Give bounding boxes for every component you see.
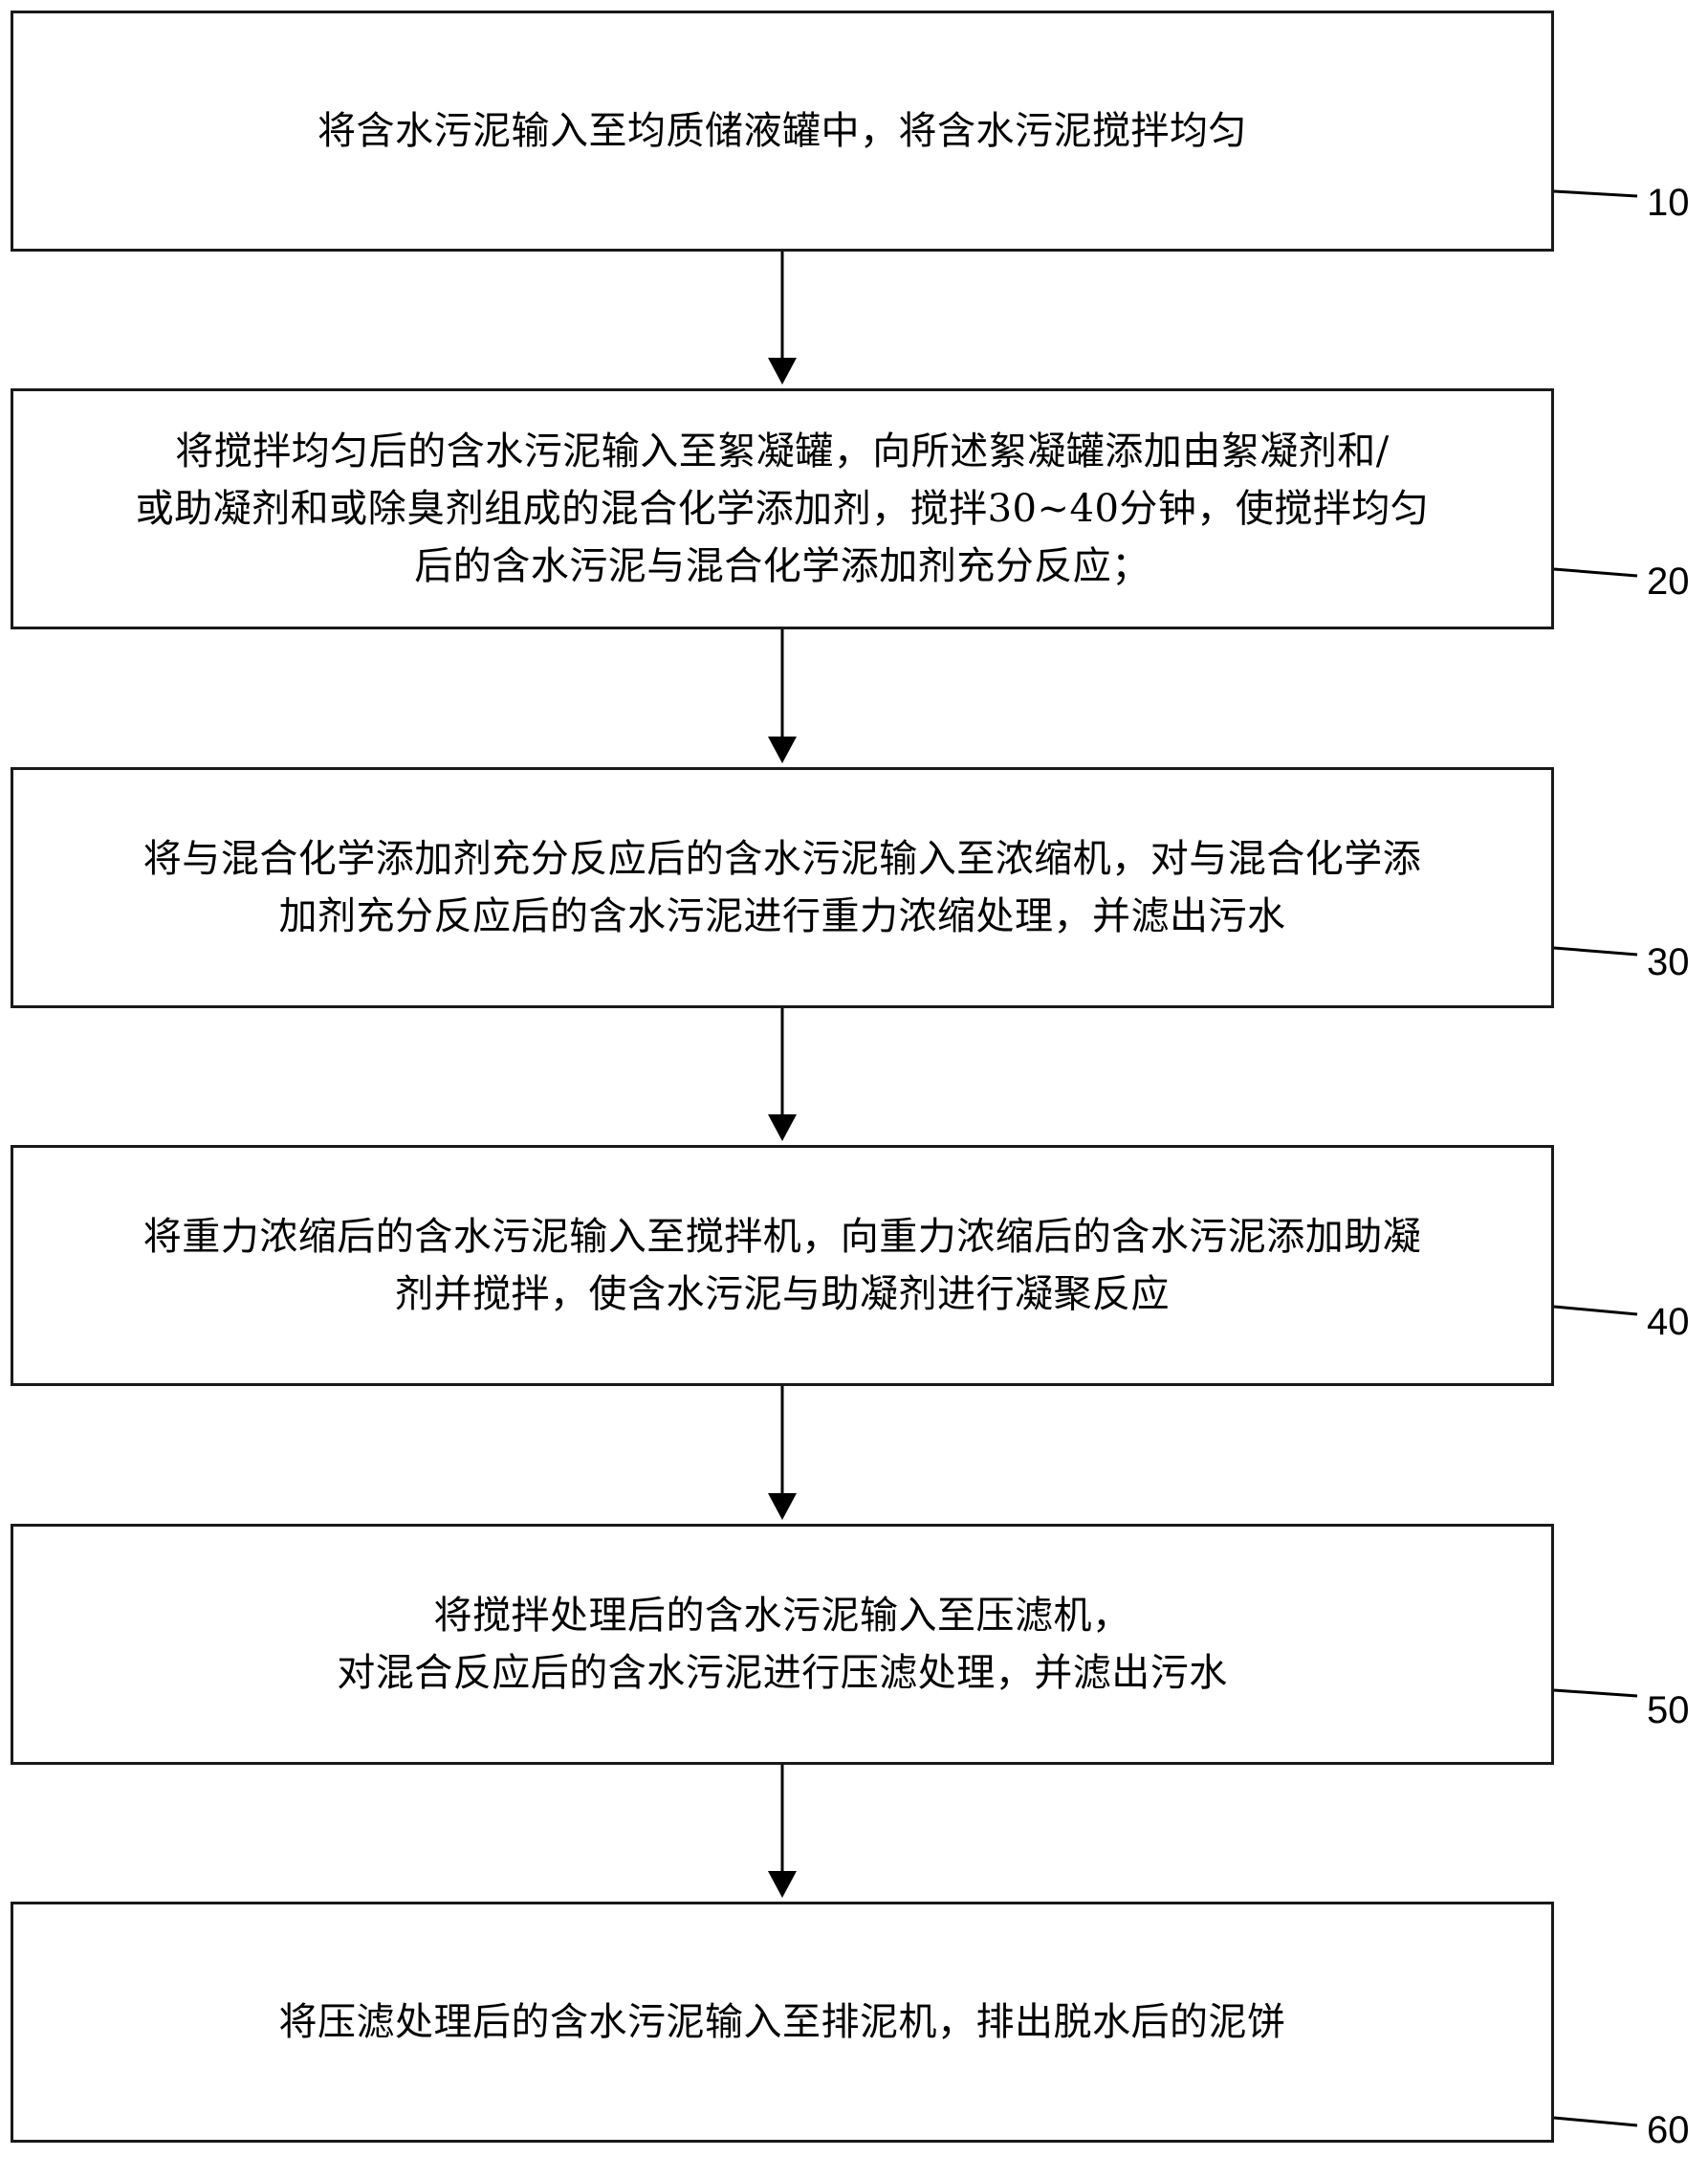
arrow-10-to-20 xyxy=(768,252,797,385)
step-label-60: 60 xyxy=(1647,2109,1690,2151)
arrow-50-to-60 xyxy=(768,1765,797,1898)
step-text-50: 将搅拌处理后的含水污泥输入至压滤机， 对混合反应后的含水污泥进行压滤处理，并滤出… xyxy=(337,1594,1228,1695)
arrow-20-to-30 xyxy=(768,629,797,763)
step-text-60: 将压滤处理后的含水污泥输入至排泥机，排出脱水后的泥饼 xyxy=(278,2000,1286,2044)
step-box-30: 将与混合化学添加剂充分反应后的含水污泥输入至浓缩机，对与混合化学添 加剂充分反应… xyxy=(11,767,1554,1008)
leader-line-10 xyxy=(1553,189,1638,198)
arrow-30-to-40 xyxy=(768,1008,797,1141)
step-text-30: 将与混合化学添加剂充分反应后的含水污泥输入至浓缩机，对与混合化学添 加剂充分反应… xyxy=(142,837,1422,938)
step-box-10: 将含水污泥输入至均质储液罐中，将含水污泥搅拌均匀 xyxy=(11,11,1554,252)
step-box-40: 将重力浓缩后的含水污泥输入至搅拌机，向重力浓缩后的含水污泥添加助凝 剂并搅拌，使… xyxy=(11,1145,1554,1386)
leader-line-30 xyxy=(1553,946,1638,957)
step-text-20: 将搅拌均匀后的含水污泥输入至絮凝罐，向所述絮凝罐添加由絮凝剂和/ 或助凝剂和或除… xyxy=(135,429,1430,588)
step-box-60: 将压滤处理后的含水污泥输入至排泥机，排出脱水后的泥饼 xyxy=(11,1902,1554,2143)
step-box-50: 将搅拌处理后的含水污泥输入至压滤机， 对混合反应后的含水污泥进行压滤处理，并滤出… xyxy=(11,1524,1554,1765)
leader-line-40 xyxy=(1553,1305,1638,1316)
step-box-20: 将搅拌均匀后的含水污泥输入至絮凝罐，向所述絮凝罐添加由絮凝剂和/ 或助凝剂和或除… xyxy=(11,388,1554,629)
arrow-40-to-50 xyxy=(768,1386,797,1520)
leader-line-20 xyxy=(1553,567,1638,578)
step-label-10: 10 xyxy=(1647,182,1690,224)
step-label-20: 20 xyxy=(1647,561,1690,603)
step-text-40: 将重力浓缩后的含水污泥输入至搅拌机，向重力浓缩后的含水污泥添加助凝 剂并搅拌，使… xyxy=(142,1215,1422,1316)
leader-line-60 xyxy=(1553,2116,1638,2127)
leader-line-50 xyxy=(1553,1688,1638,1698)
step-label-30: 30 xyxy=(1647,941,1690,983)
step-text-10: 将含水污泥输入至均质储液罐中，将含水污泥搅拌均匀 xyxy=(318,109,1247,153)
step-label-50: 50 xyxy=(1647,1689,1690,1731)
step-label-40: 40 xyxy=(1647,1301,1690,1343)
